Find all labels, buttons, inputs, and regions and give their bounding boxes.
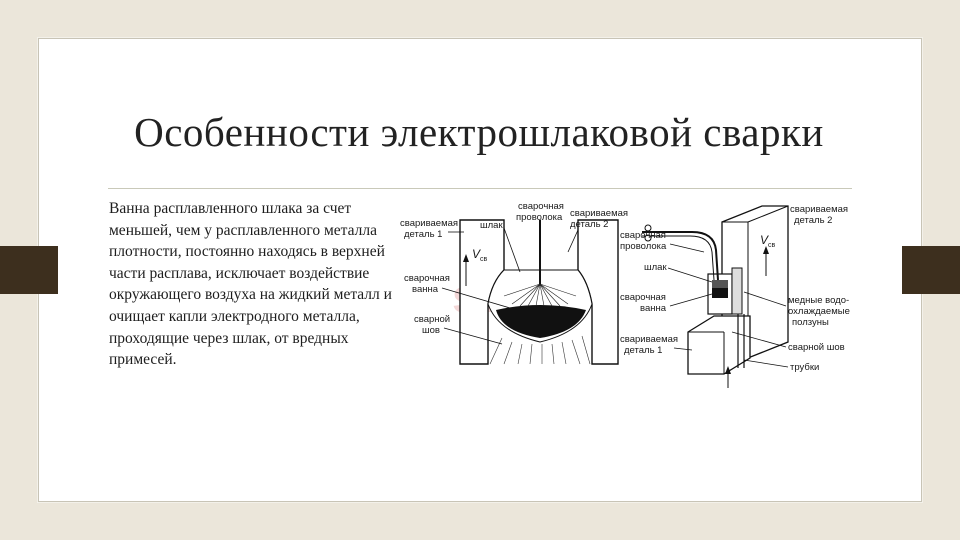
right-wire-leader xyxy=(669,243,705,253)
right-up-arrowhead xyxy=(725,366,731,374)
left-seam-grain xyxy=(489,335,591,365)
left-diagram: V св свариваемая деталь 1 шлак сварочная… xyxy=(400,201,628,365)
right-pool-label: сварочная xyxy=(620,292,666,303)
right-part-1-shape xyxy=(687,315,751,375)
right-sliders-label-2: охлаждаемые xyxy=(788,306,850,317)
right-wire-roller-2 xyxy=(644,234,652,242)
left-wire-label-2: проволока xyxy=(516,212,563,223)
right-slider-side xyxy=(731,267,743,315)
right-slag-leader xyxy=(667,267,713,283)
left-pool-label: сварочная xyxy=(404,273,450,284)
left-seam-label-2: шов xyxy=(422,325,440,336)
right-seam-leader xyxy=(731,331,787,348)
left-metal-pool xyxy=(496,305,586,338)
title-divider xyxy=(108,188,852,189)
right-speed-arrowhead xyxy=(763,246,769,254)
right-sliders-label-3: ползуны xyxy=(792,317,829,328)
right-wire xyxy=(642,231,719,281)
left-pool-leader xyxy=(441,287,511,309)
right-part-1-leader xyxy=(673,347,693,351)
left-part-2-leader xyxy=(567,229,579,253)
left-sparks xyxy=(503,283,577,307)
right-speed-sub: св xyxy=(768,242,776,249)
left-slag-label: шлак xyxy=(480,220,503,231)
left-wire-label: сварочная xyxy=(518,201,564,212)
right-slag-fill xyxy=(712,280,728,288)
slide-title: Особенности электрошлаковой сварки xyxy=(134,109,824,155)
right-wire-roller xyxy=(644,224,652,232)
right-slag-label: шлак xyxy=(644,262,667,273)
left-slag-leader xyxy=(503,227,521,273)
right-tubes-label: трубки xyxy=(790,362,819,373)
right-wire-2 xyxy=(642,235,715,281)
right-part-1-label: свариваемая xyxy=(620,334,678,345)
right-wire-label: сварочная xyxy=(620,230,666,241)
right-part-2-top-diag xyxy=(747,205,789,223)
right-diagram: V св свариваемая деталь 2 сварочная пров… xyxy=(620,204,850,388)
right-sliders-leader xyxy=(743,291,787,307)
right-side-tab xyxy=(902,246,960,294)
right-sliders-label: медные водо- xyxy=(788,295,849,306)
left-speed-label: V xyxy=(472,247,481,261)
left-seam-leader xyxy=(443,327,503,345)
right-seam-label: сварной шов xyxy=(788,342,845,353)
left-side-tab xyxy=(0,246,58,294)
welding-diagram-svg: sva xyxy=(400,201,850,388)
right-part-1-label-2: деталь 1 xyxy=(624,345,662,356)
right-speed-label: V xyxy=(760,233,769,247)
right-tubes-leader xyxy=(743,359,789,368)
body-paragraph: Ванна расплавленного шлака за счет меньш… xyxy=(109,200,392,369)
left-part-1-label: свариваемая xyxy=(400,218,458,229)
right-pool-leader xyxy=(669,293,713,307)
right-pool-fill xyxy=(712,288,728,298)
right-pool-sparks xyxy=(713,289,727,299)
left-pool-label-2: ванна xyxy=(412,284,439,295)
left-seam-label: сварной xyxy=(414,314,450,325)
left-part-1-label-2: деталь 1 xyxy=(404,229,442,240)
right-part-2-label: свариваемая xyxy=(790,204,848,215)
left-part-2-label-2: деталь 2 xyxy=(570,219,608,230)
left-part-2-label: свариваемая xyxy=(570,208,628,219)
right-wire-label-2: проволока xyxy=(620,241,667,252)
right-pool-label-2: ванна xyxy=(640,303,667,314)
right-part-2-label-2: деталь 2 xyxy=(794,215,832,226)
left-speed-arrowhead xyxy=(463,254,469,262)
welding-diagram: sva xyxy=(392,192,860,392)
left-speed-sub: св xyxy=(480,256,488,263)
